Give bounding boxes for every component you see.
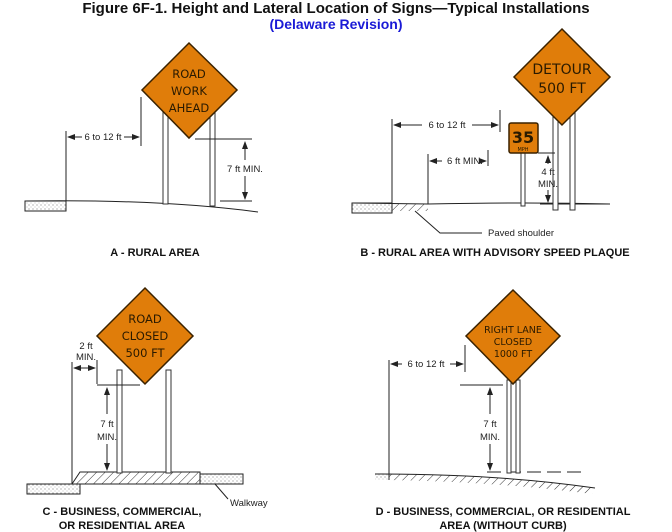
road-work-ahead-sign	[140, 41, 239, 140]
ground-hatched	[389, 474, 595, 494]
sign-text: 1000 FT	[494, 349, 532, 360]
curb-street	[26, 483, 81, 495]
sign-post	[209, 111, 216, 207]
sign-text: CLOSED	[494, 337, 532, 348]
sign-text: RIGHT LANE	[484, 325, 542, 336]
sign-post	[506, 379, 512, 474]
sign-post	[569, 109, 576, 211]
shoulder	[24, 200, 67, 212]
right-lane-closed-sign	[464, 288, 562, 386]
lateral-dimension: 6 to 12 ft	[429, 120, 466, 131]
lateral-dimension: 6 to 12 ft	[408, 359, 445, 370]
sign-text: WORK	[171, 84, 207, 98]
lateral-dimension: MIN.	[76, 352, 96, 363]
height-dimension: 7 ft	[483, 419, 497, 430]
height-dimension: MIN.	[480, 432, 500, 443]
paved-shoulder	[392, 204, 428, 211]
lateral-dimension: 2 ft	[79, 341, 93, 352]
panel-caption: A - RURAL AREA	[110, 247, 199, 259]
walkway	[199, 473, 244, 485]
sign-text: ROAD	[172, 67, 206, 81]
sign-post	[165, 369, 172, 474]
panel-caption: D - BUSINESS, COMMERCIAL, OR RESIDENTIAL	[376, 506, 631, 518]
sign-post	[515, 379, 521, 474]
plaque-speed: 35	[512, 128, 534, 147]
panel-caption: OR RESIDENTIAL AREA	[59, 520, 186, 532]
shoulder	[351, 202, 393, 214]
panel-caption: B - RURAL AREA WITH ADVISORY SPEED PLAQU…	[360, 247, 629, 259]
panel-d-business-no-curb: RIGHT LANE CLOSED 1000 FT 6 to 12 ft 7 f…	[374, 288, 631, 532]
panel-a-rural-area: ROAD WORK AHEAD 6 to 12 ft 7 ft MIN. A -…	[24, 41, 263, 259]
height-dimension: 7 ft MIN.	[227, 164, 263, 175]
sign-post	[116, 369, 123, 474]
ground-hatched	[71, 471, 201, 485]
sign-text: CLOSED	[122, 329, 169, 343]
paved-shoulder-label: Paved shoulder	[488, 228, 554, 239]
figure-subtitle: (Delaware Revision)	[269, 16, 402, 32]
detour-sign	[512, 27, 612, 127]
walkway-label: Walkway	[230, 498, 268, 509]
figure-title: Figure 6F-1. Height and Lateral Location…	[82, 0, 589, 17]
advisory-speed-plaque	[508, 122, 539, 154]
height-dimension: MIN.	[538, 179, 558, 190]
plaque-unit: MPH	[517, 147, 528, 153]
sign-post	[162, 111, 169, 205]
sign-post	[552, 109, 559, 211]
panel-caption: C - BUSINESS, COMMERCIAL,	[43, 506, 202, 518]
lateral-min-dimension: 6 ft MIN.	[447, 156, 483, 167]
height-dimension: 4 ft	[541, 167, 555, 178]
sign-text: AHEAD	[169, 101, 210, 115]
plaque-post	[520, 149, 526, 207]
panel-b-rural-advisory: DETOUR 500 FT 35 MPH 6 to 12 ft 6 ft MIN…	[351, 27, 630, 259]
lateral-dimension: 6 to 12 ft	[85, 132, 122, 143]
panel-c-business-curb: ROAD CLOSED 500 FT 2 ft MIN. 7 ft MIN. W…	[26, 286, 268, 532]
height-dimension: MIN.	[97, 432, 117, 443]
road-closed-sign	[95, 286, 195, 386]
panel-caption: AREA (WITHOUT CURB)	[439, 520, 567, 532]
sign-text: DETOUR	[532, 62, 591, 78]
sign-text: 500 FT	[125, 346, 165, 360]
sign-text: 500 FT	[538, 81, 586, 97]
ground-line	[24, 200, 259, 213]
shoulder	[375, 474, 389, 480]
sign-text: ROAD	[128, 312, 162, 326]
height-dimension: 7 ft	[100, 419, 114, 430]
